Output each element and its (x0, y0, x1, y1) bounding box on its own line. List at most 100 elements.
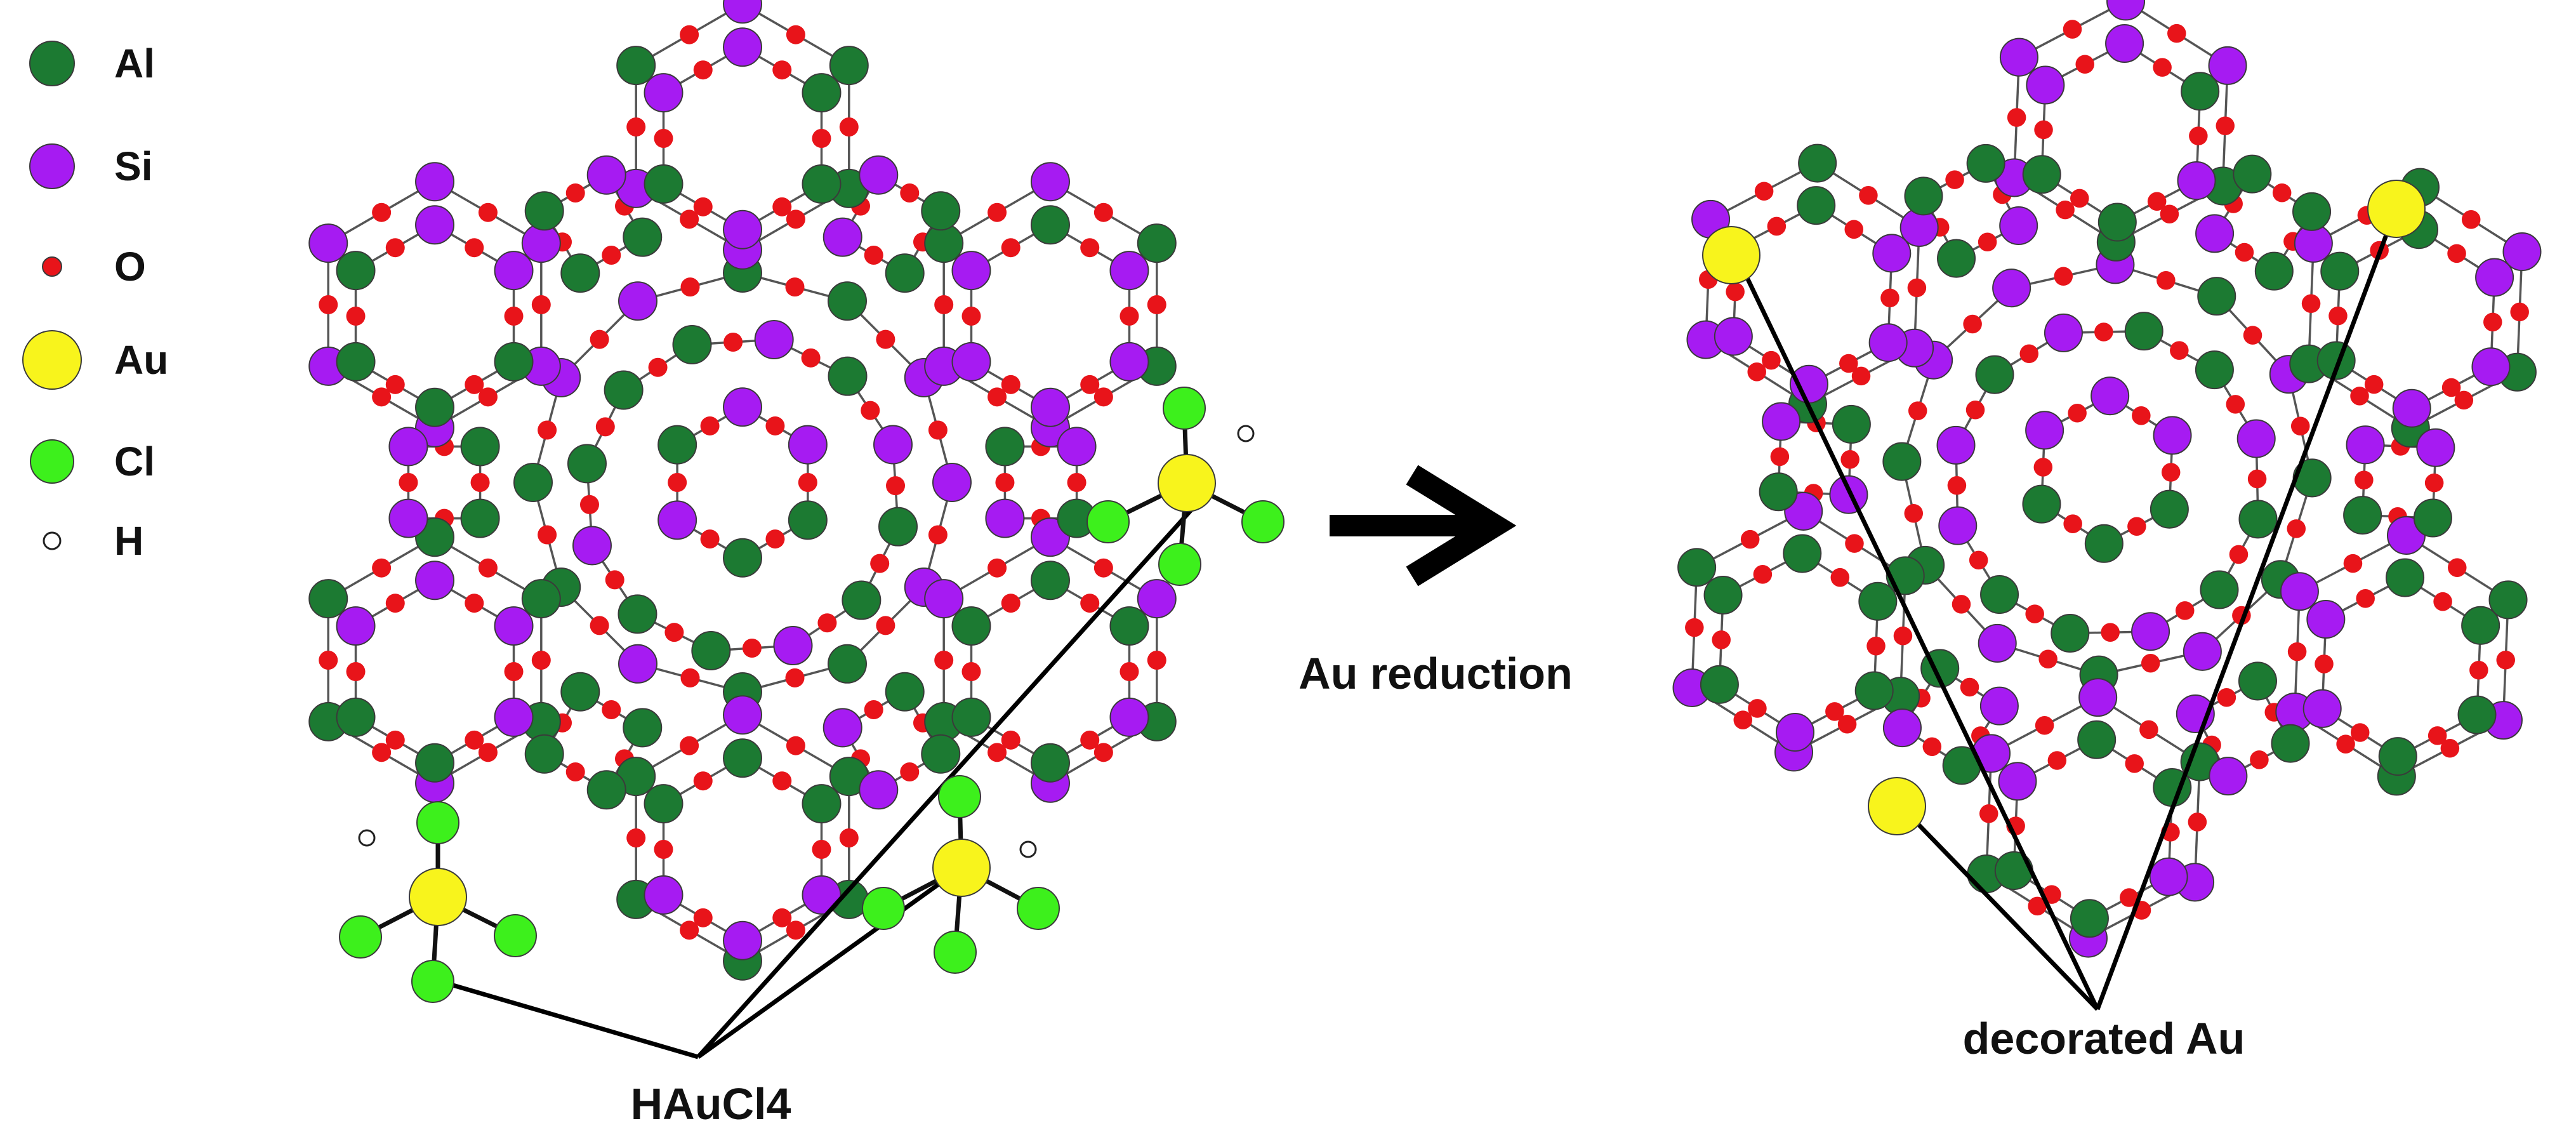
oxygen-atom (1753, 565, 1773, 584)
gold-atom (1158, 454, 1216, 512)
silicon-atom (2106, 0, 2146, 21)
oxygen-atom (2189, 126, 2208, 145)
oxygen-atom (1963, 314, 1982, 334)
oxygen-atom (2287, 642, 2307, 661)
aluminum-atom (2238, 661, 2277, 701)
precursor-callout-line-1 (444, 980, 699, 1059)
oxygen-atom (2454, 390, 2474, 410)
oxygen-atom (2028, 896, 2047, 916)
oxygen-atom (1859, 186, 1878, 205)
oxygen-atom (2056, 200, 2075, 220)
oxygen-atom (680, 25, 699, 44)
oxygen-atom (723, 332, 743, 352)
aluminum-atom (618, 594, 657, 634)
oxygen-atom (2120, 888, 2139, 907)
oxygen-atom (565, 183, 585, 203)
silicon-atom (932, 463, 972, 502)
aluminum-atom (1832, 404, 1871, 444)
oxygen-atom (2272, 183, 2292, 203)
aluminum-atom (1759, 472, 1798, 512)
aluminum-atom (2051, 614, 2090, 653)
oxygen-atom (2424, 473, 2444, 493)
aluminum-atom (2271, 724, 2310, 763)
oxygen-atom (1770, 447, 1790, 467)
silicon-atom (1882, 708, 1922, 748)
oxygen-atom (786, 209, 805, 229)
oxygen-atom (870, 554, 890, 573)
oxygen-atom (1893, 626, 1913, 646)
chlorine-atom (1087, 500, 1130, 543)
legend-swatch-au (22, 330, 82, 390)
silicon-atom (494, 251, 534, 291)
silicon-atom (859, 770, 899, 810)
silicon-atom (2302, 689, 2342, 728)
silicon-atom (822, 708, 862, 748)
aluminum-atom (604, 370, 644, 410)
oxygen-atom (2070, 189, 2089, 208)
haucl4-molecules (339, 387, 1285, 1003)
oxygen-atom (1120, 662, 1139, 681)
aluminum-atom (802, 73, 842, 113)
oxygen-atom (1733, 710, 1753, 729)
oxygen-atom (579, 495, 599, 514)
oxygen-atom (2217, 687, 2236, 707)
silicon-atom (773, 626, 813, 666)
aluminum-atom (828, 281, 867, 321)
oxygen-atom (1947, 475, 1967, 495)
oxygen-atom (934, 295, 954, 314)
silicon-atom (415, 162, 455, 202)
aluminum-atom (1030, 205, 1070, 245)
oxygen-atom (2433, 592, 2452, 611)
aluminum-atom (1798, 143, 1837, 183)
oxygen-atom (2461, 210, 2481, 229)
silicon-atom (2471, 347, 2511, 387)
aluminum-atom (644, 784, 684, 824)
silicon-atom (388, 427, 428, 467)
oxygen-atom (900, 183, 920, 203)
framework-oxygen-atoms (319, 25, 1166, 940)
oxygen-atom (861, 401, 880, 420)
oxygen-atom (1001, 594, 1020, 613)
oxygen-atom (772, 908, 792, 927)
oxygen-atom (1969, 550, 1988, 570)
oxygen-atom (2247, 469, 2267, 489)
silicon-atom (1938, 506, 1978, 545)
oxygen-atom (742, 639, 762, 658)
oxygen-atom (680, 736, 699, 755)
aluminum-atom (802, 784, 842, 824)
aluminum-atom (586, 770, 626, 810)
gold-atom (409, 868, 467, 926)
legend-item-al: Al (29, 41, 155, 86)
aluminum-atom (460, 498, 500, 538)
oxygen-atom (2343, 554, 2363, 573)
silicon-atom (2306, 600, 2346, 639)
aluminum-atom (1937, 239, 1976, 278)
oxygen-atom (1907, 278, 1927, 298)
oxygen-atom (2250, 750, 2269, 769)
aluminum-atom (2077, 720, 2117, 759)
silicon-atom (723, 209, 762, 249)
oxygen-atom (1908, 401, 1927, 420)
oxygen-atom (839, 828, 859, 847)
oxygen-atom (801, 348, 821, 368)
silicon-atom (2392, 388, 2431, 428)
oxygen-atom (2290, 416, 2310, 436)
silicon-atom (388, 498, 428, 538)
arrow-head (1406, 465, 1517, 587)
silicon-atom (723, 695, 762, 735)
oxygen-atom (987, 203, 1007, 222)
oxygen-atom (1851, 366, 1871, 386)
oxygen-atom (1685, 618, 1704, 637)
silicon-atom (1999, 37, 2038, 77)
oxygen-atom (2364, 375, 2384, 394)
aluminum-atom (2343, 496, 2382, 535)
aluminum-atom (1858, 581, 1898, 621)
oxygen-atom (2147, 192, 2167, 211)
oxygen-atom (2033, 458, 2053, 477)
oxygen-atom (2063, 20, 2082, 39)
oxygen-atom (2287, 519, 2306, 538)
silicon-atom (2208, 46, 2247, 85)
silicon-atom (2078, 678, 2118, 717)
oxygen-atom (1093, 558, 1113, 578)
